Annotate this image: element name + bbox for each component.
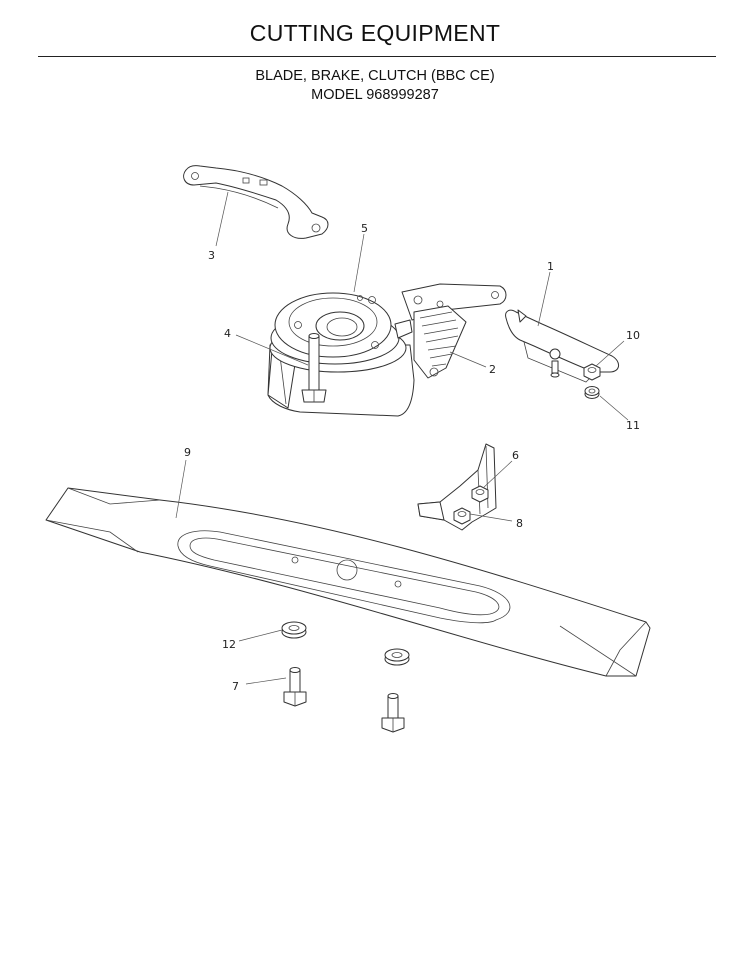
callout-5: 5 <box>361 222 368 235</box>
part-3-arm-plate[interactable] <box>183 165 329 239</box>
diagram-subtitle: BLADE, BRAKE, CLUTCH (BBC CE) <box>255 68 495 84</box>
part-11-washer[interactable] <box>584 386 600 399</box>
part-10-nut[interactable] <box>583 363 601 381</box>
callout-6: 6 <box>512 449 519 462</box>
part-8-bracket[interactable] <box>417 443 497 531</box>
part-4-pin[interactable] <box>301 333 327 403</box>
callout-8: 8 <box>516 517 523 530</box>
part-7-bolt[interactable] <box>283 667 307 707</box>
callout-1: 1 <box>547 260 554 273</box>
part-9-blade[interactable] <box>45 487 651 677</box>
callout-labels: 1 2 3 4 5 6 7 8 9 10 11 12 <box>184 222 640 693</box>
part-1-brake-lever[interactable] <box>505 309 619 383</box>
callout-3: 3 <box>208 249 215 262</box>
part-12-washer[interactable] <box>281 621 307 639</box>
page-title: CUTTING EQUIPMENT <box>249 20 501 46</box>
callout-4: 4 <box>224 327 231 340</box>
callout-12: 12 <box>222 638 236 651</box>
model-number: MODEL 968999287 <box>311 87 439 103</box>
callout-2: 2 <box>489 363 496 376</box>
part-2-spring[interactable] <box>413 300 467 379</box>
callout-7: 7 <box>232 680 239 693</box>
callout-9: 9 <box>184 446 191 459</box>
part-6-nut[interactable] <box>453 485 489 525</box>
washer-second[interactable] <box>384 648 410 666</box>
callout-11: 11 <box>626 419 640 432</box>
leader-lines <box>175 191 629 685</box>
title-divider <box>38 56 716 57</box>
callout-10: 10 <box>626 329 640 342</box>
bolt-second[interactable] <box>381 693 405 733</box>
